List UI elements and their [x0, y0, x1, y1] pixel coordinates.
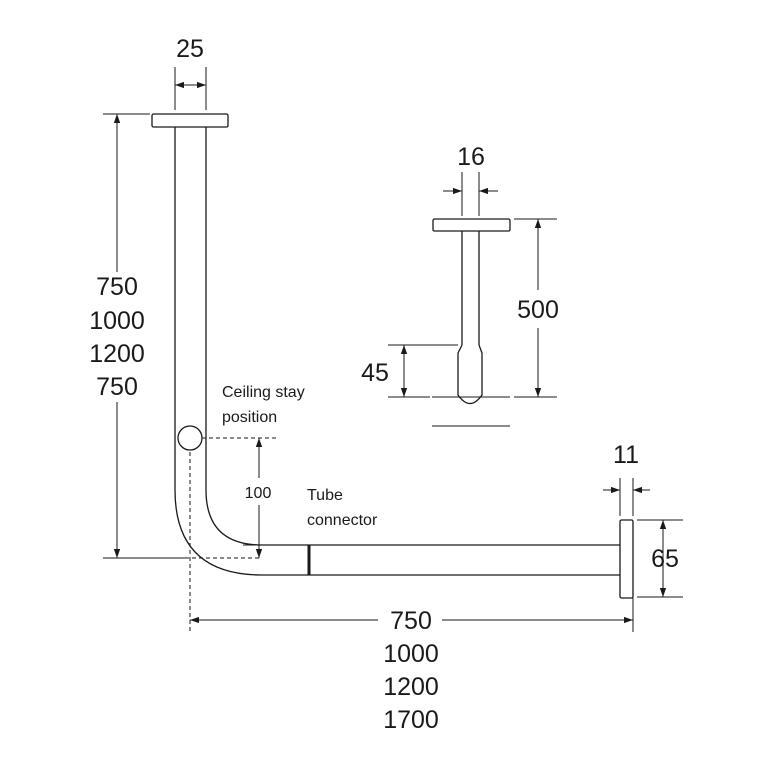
stay-flange	[432, 218, 511, 232]
stay-rod-width-label: 16	[457, 143, 485, 171]
l-shaped-rail	[151, 113, 634, 599]
horizontal-option-1: 750	[390, 607, 432, 635]
wall-plate-height-label: 65	[651, 545, 679, 573]
stay-height-label: 500	[517, 296, 559, 324]
vertical-option-3: 1200	[89, 340, 145, 368]
horizontal-option-3: 1200	[383, 673, 439, 701]
tube-connector-label-line2: connector	[307, 512, 378, 529]
vertical-option-2: 1000	[89, 307, 145, 335]
stay-offset-label: 100	[245, 485, 272, 502]
dimension-labels: 25 750 1000 1200 750 100 750 1000 1200 1…	[89, 35, 679, 734]
dimension-arrows	[113, 81, 667, 624]
horizontal-option-2: 1000	[383, 640, 439, 668]
ceiling-stay	[432, 218, 511, 427]
stay-end-height-label: 45	[361, 359, 389, 387]
rail-tube-inner	[205, 127, 620, 546]
wall-plate-thickness-label: 11	[613, 441, 639, 469]
vertical-option-1: 750	[96, 273, 138, 301]
top-width-label: 25	[176, 35, 204, 63]
extension-lines	[103, 67, 683, 632]
tube-connector-label-line1: Tube	[307, 487, 343, 504]
horizontal-option-4: 1700	[383, 706, 439, 734]
ceiling-stay-marker	[177, 425, 203, 451]
wall-flange	[619, 519, 634, 599]
stay-end	[457, 344, 483, 405]
annotations: Ceiling stay position Tube connector	[222, 384, 378, 529]
ceiling-stay-label-line2: position	[222, 409, 277, 426]
ceiling-stay-label-line1: Ceiling stay	[222, 384, 305, 401]
ceiling-flange	[151, 113, 229, 128]
vertical-option-4: 750	[96, 373, 138, 401]
rail-tube-outer	[174, 127, 620, 576]
